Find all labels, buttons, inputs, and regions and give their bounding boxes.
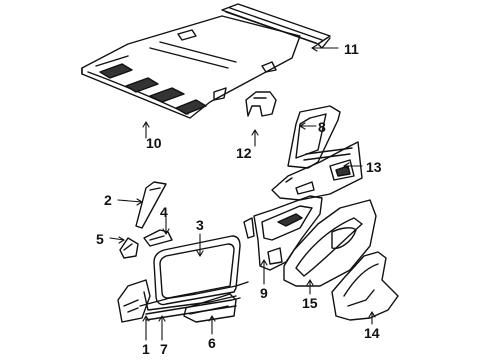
part-10-headliner bbox=[81, 15, 301, 119]
callout-8: 8 bbox=[318, 119, 326, 135]
leader-lines bbox=[109, 44, 376, 341]
callout-15: 15 bbox=[302, 295, 318, 311]
callout-4: 4 bbox=[160, 204, 168, 220]
callout-7: 7 bbox=[160, 341, 168, 357]
part-8-quarter-trim bbox=[287, 105, 353, 169]
callout-2: 2 bbox=[104, 192, 112, 208]
part-9-quarter-trim-panel bbox=[243, 195, 323, 271]
part-6-sill-plate bbox=[183, 293, 237, 323]
part-4-grab-handle bbox=[143, 229, 173, 247]
part-5-corner-trim bbox=[119, 237, 139, 259]
callout-13: 13 bbox=[366, 159, 382, 175]
part-3-door-weatherstrip bbox=[143, 235, 241, 311]
part-2-pillar-trim bbox=[135, 181, 167, 229]
callout-1: 1 bbox=[142, 341, 150, 357]
callout-11: 11 bbox=[344, 41, 359, 57]
callout-3: 3 bbox=[196, 217, 204, 233]
part-15-trunk-side-trim bbox=[283, 199, 377, 287]
part-1-door-sill bbox=[117, 279, 249, 323]
part-11-roof-header-rail bbox=[221, 3, 331, 49]
part-14-rear-trim bbox=[331, 251, 399, 321]
callout-5: 5 bbox=[96, 231, 104, 247]
part-12-bracket bbox=[245, 91, 277, 117]
callout-9: 9 bbox=[260, 285, 268, 301]
callout-10: 10 bbox=[146, 135, 162, 151]
callout-12: 12 bbox=[236, 145, 252, 161]
callout-14: 14 bbox=[364, 325, 380, 341]
part-13-upper-quarter-panel bbox=[271, 141, 363, 201]
callout-6: 6 bbox=[208, 335, 216, 351]
